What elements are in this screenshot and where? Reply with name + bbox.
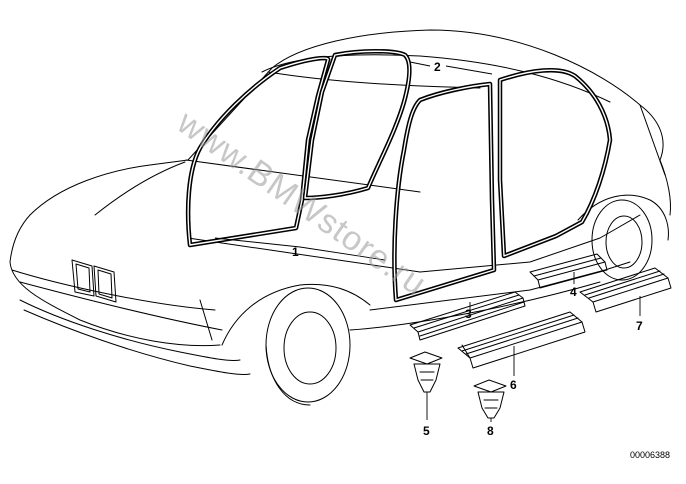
callout-1: 1 [292,245,299,259]
part-number: 00006388 [630,450,670,460]
callout-4: 4 [570,285,577,299]
car-body [9,29,671,406]
sill-trim-3 [409,291,526,341]
front-wheel [265,287,351,406]
door-seal-rear [392,68,613,303]
callout-8: 8 [487,424,494,438]
rear-wheel [591,199,653,281]
door-seal-front [185,49,412,248]
leader-lines [214,61,641,422]
clip-5 [409,351,443,393]
callout-7: 7 [636,319,643,333]
clip-8 [473,379,507,419]
callout-3: 3 [465,307,472,321]
kidney-grille [71,259,117,303]
sill-trim-4 [529,253,608,289]
sill-trim-6 [457,311,586,369]
sill-trim-7 [579,267,672,313]
callout-6: 6 [510,378,517,392]
callout-5: 5 [423,424,430,438]
callout-2: 2 [434,60,441,74]
